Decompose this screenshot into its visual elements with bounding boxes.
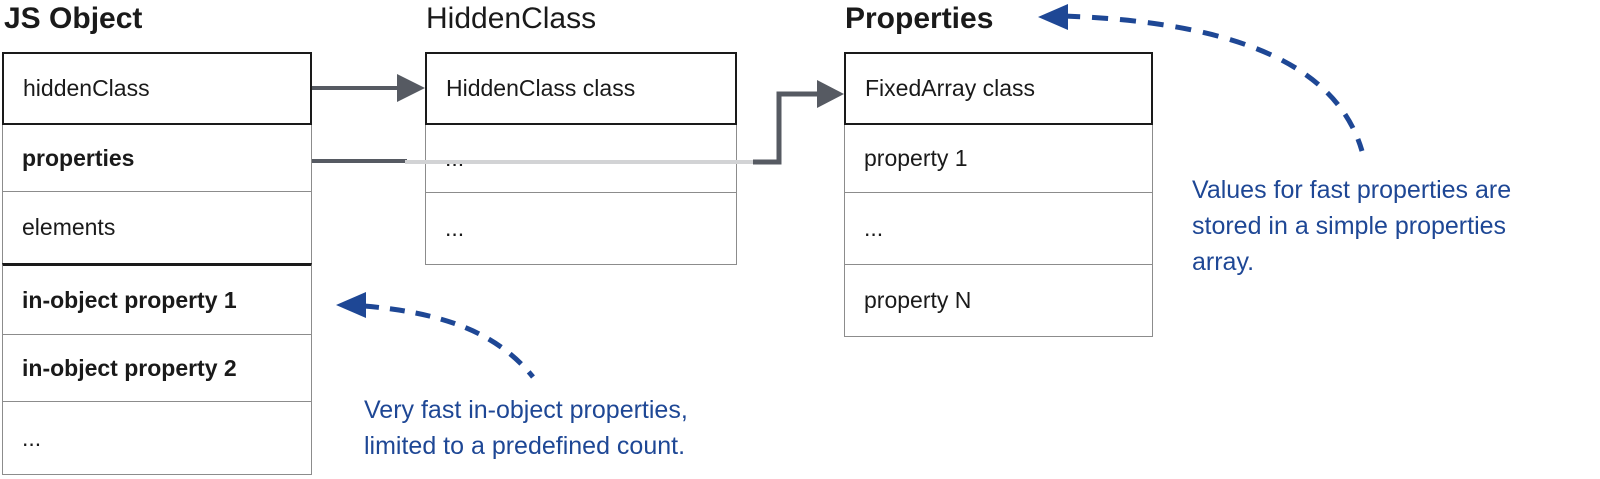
row-properties-ellipsis: ... [844,192,1153,265]
hidden-class-table: HiddenClass class ... ... [425,52,737,265]
properties-note: Values for fast properties are stored in… [1192,172,1511,280]
row-js-object-ellipsis: ... [2,401,312,475]
row-fixedarray-class: FixedArray class [844,52,1153,125]
js-object-table: hiddenClass properties elements in-objec… [2,52,312,475]
note-arrow-in-object [336,292,535,379]
properties-table: FixedArray class property 1 ... property… [844,52,1153,337]
in-object-note: Very fast in-object properties, limited … [364,392,688,464]
row-property-1: property 1 [844,124,1153,193]
hidden-class-title: HiddenClass [426,2,597,35]
row-in-object-property-1: in-object property 1 [2,263,312,335]
row-in-object-property-2: in-object property 2 [2,334,312,402]
row-hiddenclass-class: HiddenClass class [425,52,737,125]
note-line: Very fast in-object properties, [364,396,688,424]
row-hiddenclass-ellipsis-1: ... [425,124,737,193]
row-hiddenclass-ellipsis-2: ... [425,192,737,265]
properties-title: Properties [845,2,994,35]
hiddenclass-pointer-arrow [312,74,425,102]
row-properties: properties [2,124,312,192]
note-line: limited to a predefined count. [364,432,686,460]
note-line: array. [1192,248,1255,276]
note-line: stored in a simple properties [1192,212,1507,240]
row-elements: elements [2,191,312,264]
row-hiddenclass: hiddenClass [2,52,312,125]
js-object-title: JS Object [4,2,143,35]
note-line: Values for fast properties are [1192,176,1512,204]
row-property-n: property N [844,264,1153,337]
